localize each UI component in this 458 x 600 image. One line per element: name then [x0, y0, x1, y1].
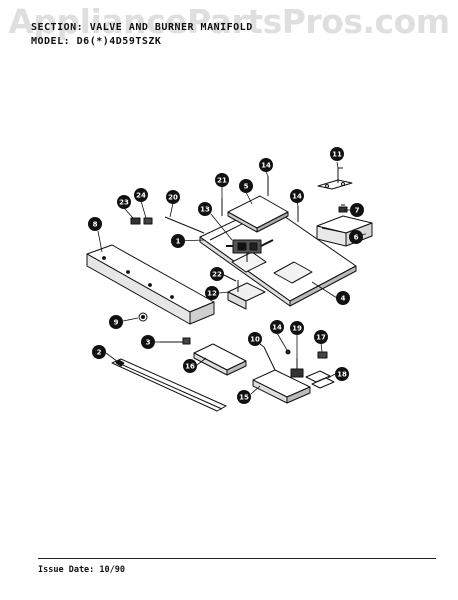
callout-1-label: 1: [176, 238, 181, 246]
callout-7: 7: [350, 203, 364, 217]
callout-3: 3: [141, 335, 155, 349]
callout-8-label: 8: [93, 221, 98, 229]
callout-24-label: 24: [136, 192, 146, 200]
callout-17-label: 17: [316, 334, 326, 342]
part-bracket-12: [227, 280, 266, 310]
callout-10-label: 10: [250, 336, 260, 344]
callout-3-label: 3: [146, 339, 151, 347]
callout-13-label: 13: [200, 206, 210, 214]
callout-14-right: 14: [290, 189, 304, 203]
part-bracket-11: [317, 167, 353, 190]
callouts: 1 2 3 4 5 6 7 8 9 10 11 12 13 14 14 14 1…: [88, 147, 364, 404]
callout-2: 2: [92, 345, 106, 359]
callout-9: 9: [109, 315, 123, 329]
callout-14-top-label: 14: [261, 162, 271, 170]
callout-9-label: 9: [114, 319, 119, 327]
callout-14-top: 14: [259, 158, 273, 172]
part-valve-manifold: [226, 239, 274, 262]
model-value: D6(*)4D59TSZK: [76, 36, 162, 47]
part-rod-20: [164, 216, 205, 234]
part-igniter-19: [290, 358, 304, 378]
issue-date-value: 10/90: [99, 565, 126, 575]
part-burner-cover-5: [227, 195, 289, 233]
callout-4: 4: [336, 291, 350, 305]
model-header: MODEL: D6(*)4D59TSZK: [31, 36, 161, 47]
callout-18-label: 18: [337, 371, 347, 379]
callout-11-label: 11: [332, 151, 342, 159]
callout-16-label: 16: [185, 363, 195, 371]
callout-19: 19: [290, 321, 304, 335]
issue-date-label: Issue Date:: [38, 565, 95, 575]
callout-22-label: 22: [212, 271, 222, 279]
part-clip-7: [338, 204, 348, 213]
callout-15-label: 15: [239, 394, 249, 402]
callout-5: 5: [239, 179, 253, 193]
callout-18: 18: [335, 367, 349, 381]
part-spring-3: [160, 337, 191, 345]
callout-6: 6: [349, 230, 363, 244]
part-clip-24: [143, 217, 153, 225]
part-base-plate-4: [199, 204, 357, 307]
callout-4-label: 4: [341, 295, 346, 303]
callout-11: 11: [330, 147, 344, 161]
callout-10: 10: [248, 332, 262, 346]
watermark-text: AppliancePartsPros.com: [8, 2, 450, 41]
issue-date-footer: Issue Date: 10/90: [38, 565, 125, 575]
part-terminal-18: [305, 370, 335, 389]
callout-7-label: 7: [355, 207, 360, 215]
callout-1: 1: [171, 234, 185, 248]
callout-24: 24: [134, 188, 148, 202]
part-control-panel-8: [86, 244, 215, 325]
footer-rule: [38, 558, 436, 559]
part-clip-17: [317, 351, 328, 359]
callout-5-label: 5: [244, 183, 249, 191]
callout-21-label: 21: [217, 177, 227, 185]
part-wire-10: [263, 346, 276, 371]
callout-16: 16: [183, 359, 197, 373]
part-box-6: [316, 215, 373, 247]
callout-17: 17: [314, 330, 328, 344]
part-rail-2: [111, 358, 227, 412]
part-channel-16: [193, 343, 247, 376]
part-bracket-15: [252, 369, 311, 404]
callout-14-lower-label: 14: [272, 324, 282, 332]
part-screw-14c: [285, 349, 291, 355]
callout-12: 12: [205, 286, 219, 300]
section-label: SECTION:: [31, 22, 84, 33]
callout-14-right-label: 14: [292, 193, 302, 201]
callout-13: 13: [198, 202, 212, 216]
section-value: VALVE AND BURNER MANIFOLD: [89, 22, 253, 33]
section-header: SECTION: VALVE AND BURNER MANIFOLD: [31, 22, 253, 33]
callout-23: 23: [117, 195, 131, 209]
callout-20: 20: [166, 190, 180, 204]
callout-21: 21: [215, 173, 229, 187]
callout-22: 22: [210, 267, 224, 281]
model-label: MODEL:: [31, 36, 71, 47]
callout-23-label: 23: [119, 199, 129, 207]
callout-19-label: 19: [292, 325, 302, 333]
callout-20-label: 20: [168, 194, 178, 202]
callout-2-label: 2: [97, 349, 102, 357]
part-knob-23: [130, 217, 141, 225]
part-screw-22: [223, 274, 237, 282]
callout-14-lower: 14: [270, 320, 284, 334]
callout-6-label: 6: [354, 234, 359, 242]
callout-15: 15: [237, 390, 251, 404]
callout-12-label: 12: [207, 290, 217, 298]
callout-8: 8: [88, 217, 102, 231]
